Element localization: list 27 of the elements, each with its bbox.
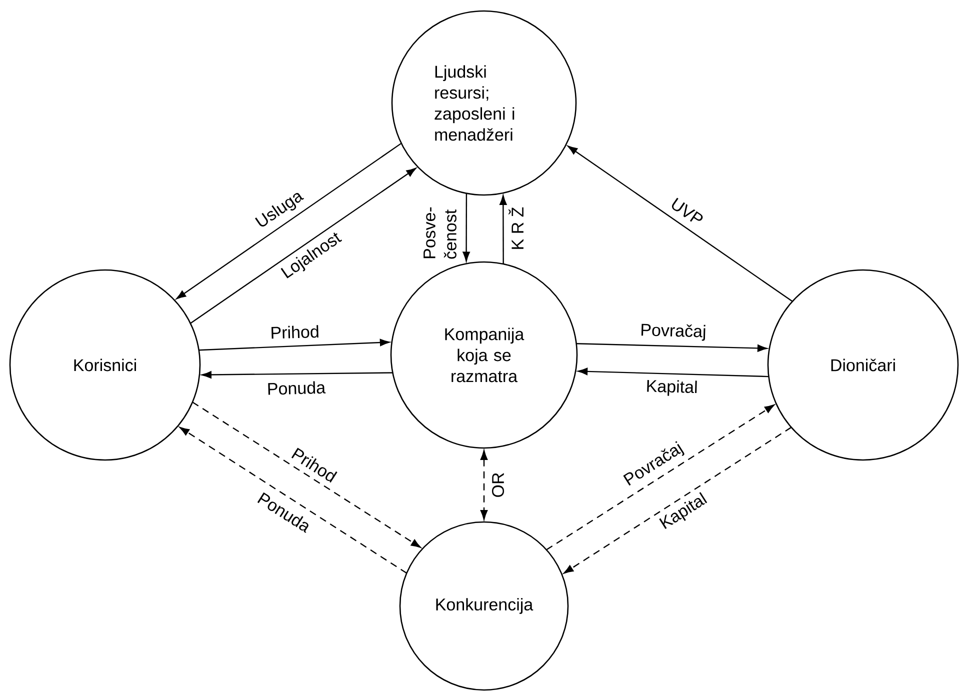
arrow: [202, 371, 393, 378]
edge-label: Posve- čenost: [422, 196, 458, 260]
circle-node: Ljudski resursi; zaposleni i menadžeri: [391, 10, 577, 196]
dashed-arrow: [480, 450, 488, 520]
arrow: [500, 195, 507, 264]
dashed-arrow: [546, 404, 774, 550]
arrow: [578, 368, 769, 378]
dashed-arrow: [564, 426, 792, 574]
circle-node: Kompanija koja se razmatra: [390, 261, 578, 449]
dashed-arrow: [192, 402, 421, 548]
arrow: [576, 343, 768, 352]
arrow: [176, 142, 402, 300]
circle-node: Korisnici: [9, 269, 201, 461]
arrow: [462, 193, 470, 262]
arrow: [198, 338, 390, 351]
edge-label: Kapital: [644, 378, 700, 398]
arrow: [190, 168, 416, 324]
edge-label: Prihod: [269, 324, 321, 340]
circle-node: Konkurencija: [399, 521, 569, 691]
edge-label: K R Ž: [508, 206, 524, 252]
arrow: [568, 146, 793, 302]
edge-label: Ponuda: [266, 380, 327, 396]
edge-label: UVP: [668, 196, 706, 228]
circle-node: Dioničari: [767, 269, 959, 461]
edge-label: OR: [490, 471, 506, 499]
dashed-arrow: [180, 426, 407, 574]
edge-label: Povračaj: [638, 322, 708, 342]
